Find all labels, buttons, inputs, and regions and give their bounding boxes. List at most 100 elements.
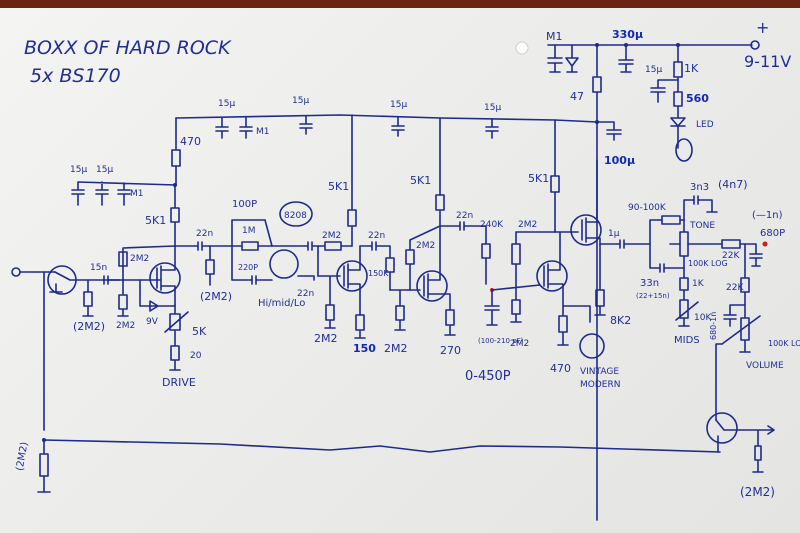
mosfet-q2 <box>336 260 368 292</box>
zener-9v-label: 9V <box>146 317 159 327</box>
res-5k1-q3 <box>435 117 445 227</box>
stage2-output-network <box>359 241 395 291</box>
cap-100u-label: 100µ <box>604 154 635 167</box>
power-input-terminal[interactable] <box>750 40 760 50</box>
trim-cap-note: (100-210 pF) <box>478 337 524 345</box>
cap-22n-a-label: 22n <box>196 229 213 239</box>
bypass-switch-wires <box>43 271 121 431</box>
modern-label: MODERN <box>580 380 620 390</box>
res-22k-a-label: 22K <box>722 251 740 261</box>
rail-cap-1-symbol <box>215 117 229 139</box>
cap-22n-c-label: 22n <box>368 231 385 241</box>
tone-pot-symbol[interactable] <box>669 219 689 269</box>
power-section: + 9-11V 330µ M1 47 100µ 1K 560 LED 15µ <box>546 18 791 521</box>
res-5k1-q2-label: 5K1 <box>328 180 349 193</box>
input-bias-top: 2M2 <box>130 254 149 264</box>
cap-33n-note: (22+15n) <box>636 292 670 300</box>
paper-sheet <box>0 8 800 533</box>
schematic-subtitle: 5x BS170 <box>30 65 121 87</box>
res-470-label: 470 <box>180 135 201 148</box>
stage4-bias-network <box>491 231 556 323</box>
res-90-100k-label: 90-100K <box>628 203 667 213</box>
stage4-bias-top-label: 2M2 <box>518 220 537 230</box>
mosfet-q5-pins <box>554 159 606 316</box>
mids-label: MIDS <box>674 335 700 346</box>
led-label: LED <box>696 120 714 130</box>
rail-cap-1: 15µ <box>218 99 235 109</box>
mids-pot-symbol[interactable] <box>675 267 699 327</box>
trim-cap-symbol[interactable] <box>484 289 500 326</box>
res-1k-tone-label: 1K <box>692 279 705 289</box>
cap-680-1n-label: 680-1n <box>709 312 718 340</box>
decouple-cap-1: 15µ <box>70 165 87 175</box>
volume-label: VOLUME <box>746 361 784 371</box>
res-150-label: 150 <box>353 342 376 355</box>
res-270-label: 270 <box>440 344 461 357</box>
drive-label: DRIVE <box>162 376 196 389</box>
cap-22n-s3-label: 22n <box>456 211 473 221</box>
mosfet-q5 <box>570 214 602 246</box>
cap-100u-symbol <box>596 121 622 521</box>
input-stage: (2M2) 15n 2M2 2M2 9V 5K1 5K 20 DRIVE 15µ… <box>11 165 207 431</box>
res-2m2-bias-s3 <box>405 225 441 291</box>
res-560: 560 <box>686 92 709 105</box>
zener-9v-symbol <box>139 279 176 312</box>
mosfet-q2-pins <box>343 245 366 339</box>
res-2m2-paren <box>205 245 215 286</box>
rail-cap-5-symbol <box>485 118 499 139</box>
cap-22n-a-symbol <box>174 241 233 251</box>
res-5k1-q2 <box>347 114 357 247</box>
res-2m2-bias-s3-label: 2M2 <box>416 241 435 251</box>
bypass-switch-out[interactable] <box>706 412 738 444</box>
res-5k1-q1-label: 5K1 <box>145 214 166 227</box>
output-wires <box>715 419 775 473</box>
rail-cap-5: 15µ <box>484 103 501 113</box>
res-1k-led: 1K <box>684 62 699 75</box>
cap-8208-circle <box>279 201 313 227</box>
res-1m-label: 1M <box>242 226 256 236</box>
stage-2: 22n (2M2) 100P 1M 220P 8208 Hi/mid/Lo 2M… <box>174 114 421 355</box>
schematic-title: BOXX OF HARD ROCK <box>24 37 232 59</box>
power-polarity: + <box>756 18 769 37</box>
cap-15u-led: 15µ <box>645 65 662 75</box>
trim-cap-label: 0-450P <box>465 369 511 384</box>
res-8k2-label: 8K2 <box>610 314 631 327</box>
cap-330u: 330µ <box>612 28 643 41</box>
input-jack[interactable] <box>11 267 21 277</box>
tone-input-network <box>649 215 685 273</box>
tone-switch-network <box>231 219 273 285</box>
res-bypass-label: (2M2) <box>15 441 31 472</box>
volume-wiper-wire <box>715 343 723 421</box>
cap-680p-alt-label: (—1n) <box>752 210 783 221</box>
res-22k-a-symbol <box>687 239 763 267</box>
cap-680p-label: 680P <box>760 228 785 239</box>
volume-pot-symbol[interactable] <box>721 243 761 353</box>
cap-m1-power: M1 <box>546 30 563 43</box>
tone-pot-value: 100K LOG <box>688 259 728 268</box>
cap-3n3-label: 3n3 <box>690 182 709 193</box>
res-5k1-q1 <box>170 184 180 247</box>
volume-pot-value: 100K LOG <box>768 339 800 348</box>
cap-220p-label: 220P <box>238 263 258 272</box>
vintage-modern-switch[interactable] <box>579 333 605 359</box>
stage-4: 5K1 2M2 2M2 470 VINTAGE MODERN 8K2 1µ <box>491 119 651 390</box>
tone-stack: 90-100K 3n3 (4n7) TONE 100K LOG 33n (22+… <box>628 178 800 421</box>
vintage-label: VINTAGE <box>580 367 619 377</box>
cap-33n-label: 33n <box>640 278 659 289</box>
res-47-label: 47 <box>570 90 584 103</box>
cap-330u-symbol <box>618 44 634 73</box>
supply-rail-wire <box>175 114 598 123</box>
protection-diode-symbol <box>565 44 579 73</box>
hi-mid-lo-switch[interactable] <box>269 249 299 279</box>
rail-cap-2: M1 <box>256 127 270 137</box>
mosfet-q1-pins <box>156 245 176 306</box>
mosfet-q3-pins <box>423 225 456 336</box>
res-bypass-symbol <box>37 439 51 493</box>
drive-pot-label: 5K <box>192 325 207 338</box>
cap-3n3-symbol <box>683 195 718 221</box>
drive-pot-symbol[interactable] <box>164 304 189 371</box>
mosfet-q4 <box>536 260 568 292</box>
led-branch-symbol <box>670 44 686 149</box>
output-section: (2M2) (2M2) <box>15 412 775 499</box>
